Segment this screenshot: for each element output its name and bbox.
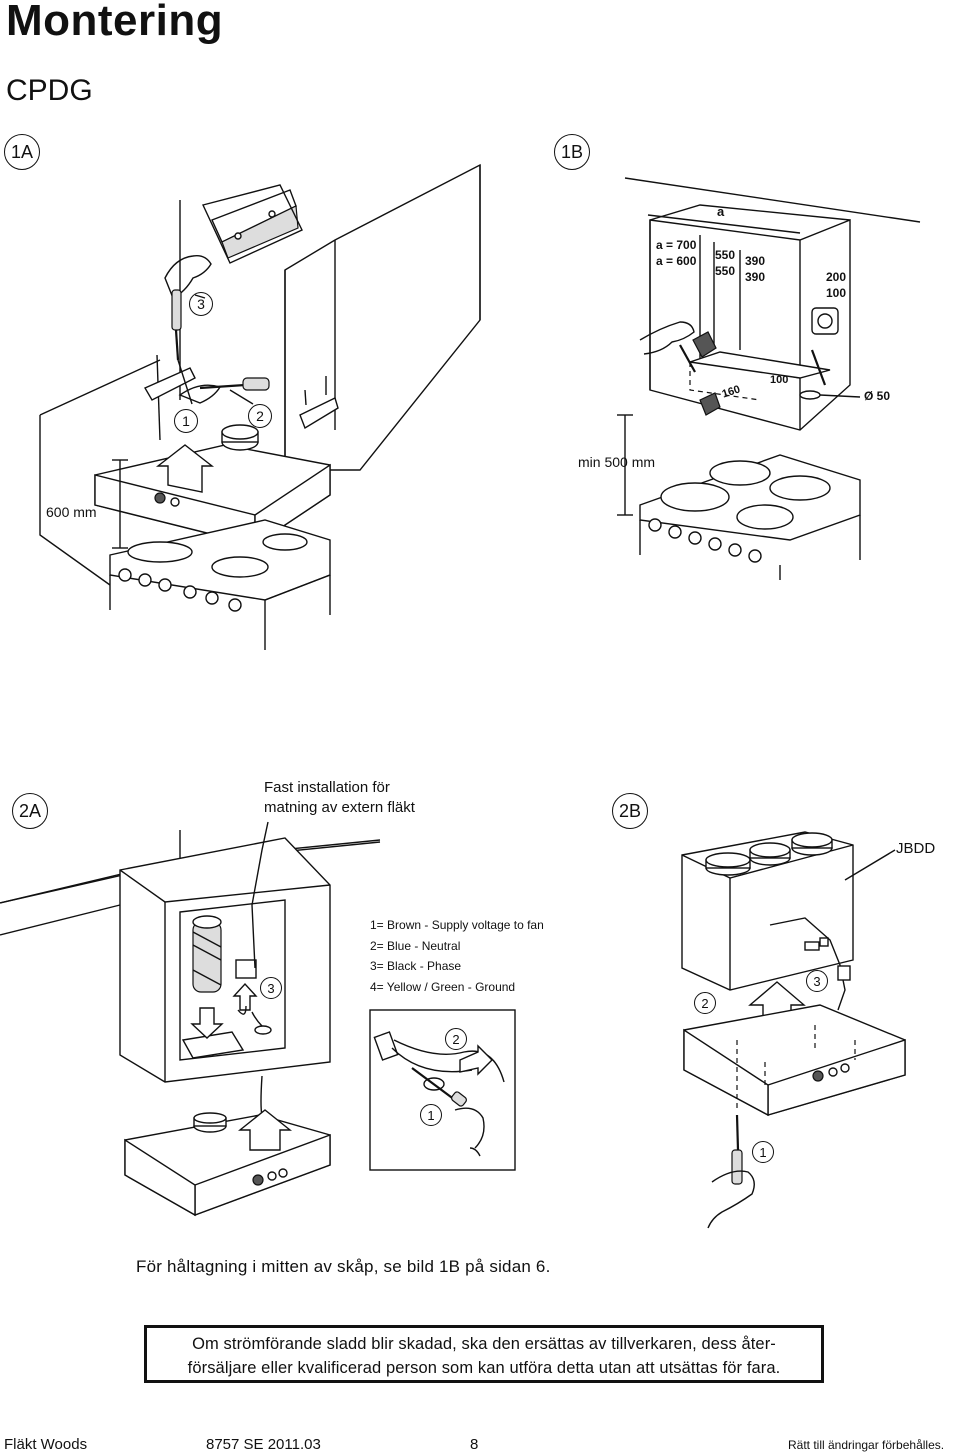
- figure-label-1a: 1A: [4, 134, 40, 170]
- fig2b-drawing: [681, 831, 906, 1229]
- value-390-top: 390: [745, 254, 766, 268]
- model-name: CPDG: [6, 74, 93, 107]
- a-700-label: a = 700: [656, 238, 697, 252]
- legend-item-yellow-green: 4= Yellow / Green - Ground: [370, 979, 516, 994]
- height-label-600: 600 mm: [46, 504, 97, 520]
- warning-line2: försäljare eller kvalificerad person som…: [187, 1359, 781, 1377]
- fig2a-caption-line2: matning av extern fläkt: [264, 799, 415, 816]
- footer-rights: Rätt till ändringar förbehålles.: [788, 1438, 945, 1452]
- fig2a-caption-line1: Fast installation för: [264, 779, 390, 796]
- value-390-bottom: 390: [745, 270, 766, 284]
- figure-label-2a: 2A: [12, 793, 48, 829]
- callout-1: 1: [174, 409, 198, 433]
- value-550-bottom: 550: [715, 264, 736, 278]
- fig2a-drawing: [0, 821, 516, 1217]
- value-100-ruler: 100: [770, 374, 789, 386]
- warning-line1: Om strömförande sladd blir skadad, ska d…: [192, 1335, 776, 1353]
- dimension-a-label: a: [717, 204, 725, 219]
- callout-1: 1: [420, 1104, 442, 1126]
- figure-label-1b: 1B: [554, 134, 590, 170]
- hole-note: För håltagning i mitten av skåp, se bild…: [136, 1257, 551, 1276]
- callout-3: 3: [806, 970, 828, 992]
- min-height-label: min 500 mm: [578, 454, 656, 470]
- fig1b-drawing: [617, 177, 921, 580]
- value-200: 200: [826, 270, 847, 284]
- footer-company: Fläkt Woods: [4, 1436, 88, 1453]
- callout-2: 2: [694, 992, 716, 1014]
- warning-box: Om strömförande sladd blir skadad, ska d…: [144, 1325, 824, 1383]
- legend-item-brown: 1= Brown - Supply voltage to fan: [370, 918, 544, 932]
- figure-label-2b: 2B: [612, 793, 648, 829]
- page-title: Montering: [6, 0, 224, 45]
- fig1a-drawing: [39, 163, 481, 650]
- fig2a-caption: Fast installation för matning av extern …: [264, 778, 415, 818]
- diameter-label: Ø 50: [864, 389, 891, 403]
- page-number: 8: [470, 1436, 479, 1453]
- callout-2: 2: [445, 1028, 467, 1050]
- value-100: 100: [826, 286, 847, 300]
- footer-doc-code: 8757 SE 2011.03: [206, 1436, 321, 1453]
- callout-3: 3: [189, 292, 213, 316]
- callout-2: 2: [248, 404, 272, 428]
- a-600-label: a = 600: [656, 254, 697, 268]
- value-550-top: 550: [715, 248, 736, 262]
- jbdd-label: JBDD: [896, 840, 936, 857]
- callout-3: 3: [260, 977, 282, 999]
- legend-item-blue: 2= Blue - Neutral: [370, 938, 461, 953]
- wiring-legend: 1= Brown - Supply voltage to fan 2= Blue…: [370, 915, 544, 997]
- callout-1: 1: [752, 1141, 774, 1163]
- legend-item-black: 3= Black - Phase: [370, 959, 462, 973]
